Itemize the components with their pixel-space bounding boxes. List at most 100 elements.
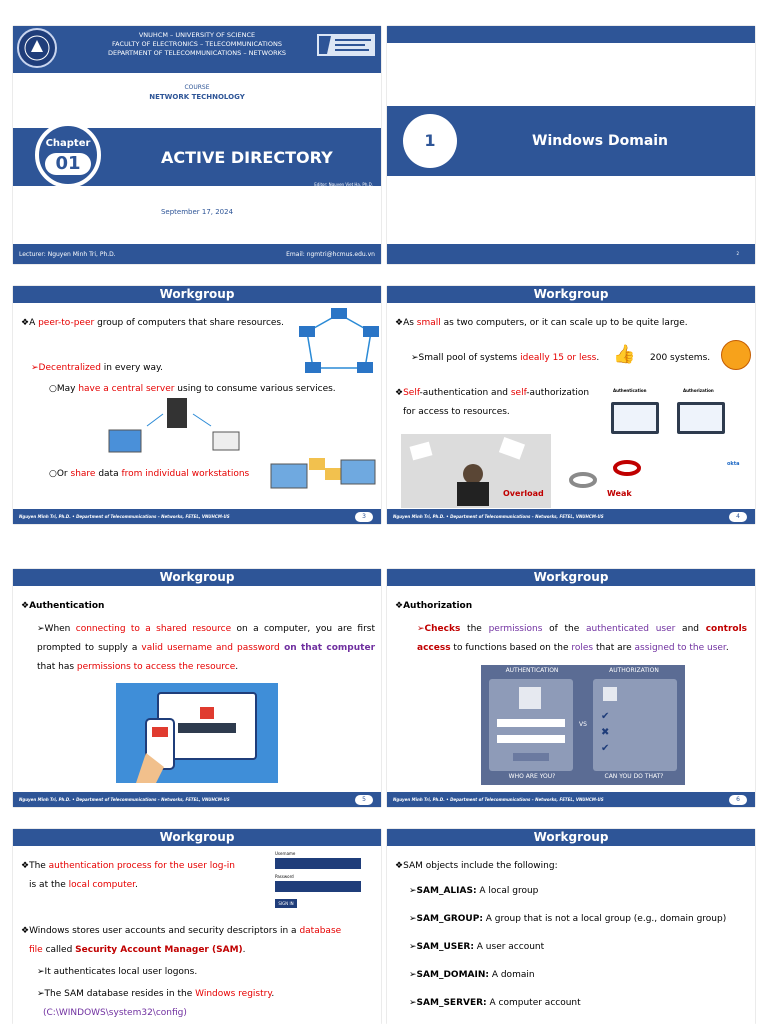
slide-sam-objects: Workgroup ❖SAM objects include the follo… xyxy=(387,829,755,1024)
img-vs: VS xyxy=(579,721,587,728)
section-top-bar xyxy=(387,26,755,43)
bullet-authenticates-local: ➢It authenticates local user logons. xyxy=(37,967,198,977)
slide-footer: Nguyen Minh Tri, Ph.D. • Department of T… xyxy=(13,792,381,807)
bullet-peer-to-peer: ❖A peer-to-peer group of computers that … xyxy=(21,318,284,328)
bullet-auth-process: ❖The authentication process for the user… xyxy=(21,861,235,871)
slide-footer: Nguyen Minh Tri, Ph.D. • Department of T… xyxy=(13,509,381,524)
slide-header: Workgroup xyxy=(13,569,381,586)
bullet-sam-file: file called Security Account Manager (SA… xyxy=(29,945,246,955)
thumbs-up-icon: 👍 xyxy=(613,344,636,365)
authorization-monitor-icon xyxy=(677,402,725,434)
bullet-sam-registry: ➢The SAM database resides in the Windows… xyxy=(37,989,275,999)
overload-paper-photo xyxy=(401,434,551,508)
university-name: VNUHCM – UNIVERSITY OF SCIENCE xyxy=(138,31,256,39)
slide-workgroup-intro: Workgroup ❖A peer-to-peer group of compu… xyxy=(13,286,381,524)
bullet-self-auth: ❖Self-authentication and self-authorizat… xyxy=(395,388,590,398)
lecturer: Lecturer: Nguyen Minh Tri, Ph.D. xyxy=(19,251,116,258)
section-bottom-bar xyxy=(387,244,755,264)
login-card xyxy=(489,679,573,771)
img-can-you-do-that: CAN YOU DO THAT? xyxy=(604,773,664,780)
overload-label: Overload xyxy=(503,489,544,498)
university-seal-logo xyxy=(17,28,57,68)
auth-vs-authz-illustration: AUTHENTICATION AUTHORIZATION VS ✔ ✖ ✔ WH… xyxy=(481,665,685,785)
slide-authorization: Workgroup ❖Authorization ➢Checks the per… xyxy=(387,569,755,807)
slide-header: Workgroup xyxy=(387,569,755,586)
faculty-name: FACULTY OF ELECTRONICS – TELECOMMUNICATI… xyxy=(112,40,282,48)
page-number: 3 xyxy=(355,512,373,522)
editor-credit: Editor: Nguyen Viet Ha, Ph.D. xyxy=(314,182,373,187)
bullet-central-server: ○May have a central server using to cons… xyxy=(49,384,336,394)
permissions-card: ✔ ✖ ✔ xyxy=(593,679,677,771)
bullet-local-computer: is at the local computer. xyxy=(29,880,138,890)
weak-chain-illustration xyxy=(569,460,641,488)
angry-face-icon xyxy=(721,340,751,370)
workstations-folders-illustration xyxy=(270,458,376,489)
heading-authentication: ❖Authentication xyxy=(21,601,105,611)
list-item: ➢SAM_DOMAIN: A domain xyxy=(409,970,535,980)
page-number: 6 xyxy=(729,795,747,805)
sam-path: (C:\WINDOWS\system32\config) xyxy=(43,1008,187,1018)
slide-section-windows-domain: 1 Windows Domain 2 xyxy=(387,26,755,264)
chapter-label: Chapter xyxy=(45,138,91,149)
title-footer-band xyxy=(13,244,381,264)
authentication-paragraph: ➢When connecting to a shared resource on… xyxy=(37,624,376,672)
list-item: ➢SAM_ALIAS: A local group xyxy=(409,886,539,896)
authentication-label: Authentication xyxy=(613,388,647,393)
img-authorization-title: AUTHORIZATION xyxy=(609,667,659,674)
bullet-share-data: ○Or share data from individual workstati… xyxy=(49,469,250,479)
sam-objects-intro: ❖SAM objects include the following: xyxy=(395,861,558,871)
chapter-title: ACTIVE DIRECTORY xyxy=(161,148,333,167)
cross-icon: ✖ xyxy=(601,727,610,738)
course-name: NETWORK TECHNOLOGY xyxy=(149,93,245,101)
check-icon-2: ✔ xyxy=(601,743,610,754)
list-item: ➢SAM_GROUP: A group that is not a local … xyxy=(409,914,727,924)
slide-footer: Nguyen Minh Tri, Ph.D. • Department of T… xyxy=(387,792,755,807)
bullet-access-resources: for access to resources. xyxy=(403,407,510,417)
page-number: 5 xyxy=(355,795,373,805)
list-item: ➢SAM_SERVER: A computer account xyxy=(409,998,581,1008)
chapter-circle: Chapter 01 xyxy=(35,122,101,188)
list-item: ➢SAM_USER: A user account xyxy=(409,942,545,952)
okta-brand: okta xyxy=(727,461,740,467)
login-phone-illustration xyxy=(116,683,278,783)
peer-network-illustration xyxy=(299,308,379,373)
authentication-monitor-icon xyxy=(611,402,659,434)
chapter-number-pill xyxy=(45,153,91,175)
slide-sam-database: Workgroup ❖The authentication process fo… xyxy=(13,829,381,1024)
bullet-windows-stores: ❖Windows stores user accounts and securi… xyxy=(21,926,342,936)
department-logo xyxy=(317,34,375,56)
heading-authorization: ❖Authorization xyxy=(395,601,473,611)
slide-workgroup-scale: Workgroup ❖As small as two computers, or… xyxy=(387,286,755,524)
section-number-circle: 1 xyxy=(403,114,457,168)
password-label: Password xyxy=(275,874,294,879)
weak-label: Weak xyxy=(607,489,632,498)
sign-in-button[interactable]: SIGN IN xyxy=(275,899,297,908)
password-field[interactable] xyxy=(275,881,361,892)
slide-header: Workgroup xyxy=(387,829,755,846)
username-label: Username xyxy=(275,851,296,856)
slide-footer: Nguyen Minh Tri, Ph.D. • Department of T… xyxy=(387,509,755,524)
bullet-small-large: ❖As small as two computers, or it can sc… xyxy=(395,318,688,328)
slide-title: VNUHCM – UNIVERSITY OF SCIENCE FACULTY O… xyxy=(13,26,381,264)
check-icon-1: ✔ xyxy=(601,711,610,722)
img-authentication-title: AUTHENTICATION xyxy=(505,667,559,674)
department-name: DEPARTMENT OF TELECOMMUNICATIONS – NETWO… xyxy=(107,49,287,57)
bullet-decentralized: ➢Decentralized in every way. xyxy=(31,363,163,373)
page-number: 4 xyxy=(729,512,747,522)
bullet-small-pool: ➢Small pool of systems ideally 15 or les… xyxy=(411,353,600,363)
page-number: 2 xyxy=(736,251,739,256)
two-hundred-systems: 200 systems. xyxy=(650,353,711,363)
slide-header: Workgroup xyxy=(13,286,381,303)
server-clients-illustration xyxy=(108,398,240,453)
email: Email: ngmtri@hcmus.edu.vn xyxy=(286,251,375,258)
authorization-paragraph: ➢Checks the permissions of the authentic… xyxy=(417,624,748,653)
authorization-label: Authorization xyxy=(683,388,714,393)
section-title: Windows Domain xyxy=(532,133,669,149)
slide-header: Workgroup xyxy=(387,286,755,303)
slide-authentication: Workgroup ❖Authentication ➢When connecti… xyxy=(13,569,381,807)
course-label: COURSE xyxy=(184,84,210,91)
username-field[interactable] xyxy=(275,858,361,869)
date: September 17, 2024 xyxy=(160,208,234,216)
slide-header: Workgroup xyxy=(13,829,381,846)
img-who-are-you: WHO ARE YOU? xyxy=(508,773,556,780)
